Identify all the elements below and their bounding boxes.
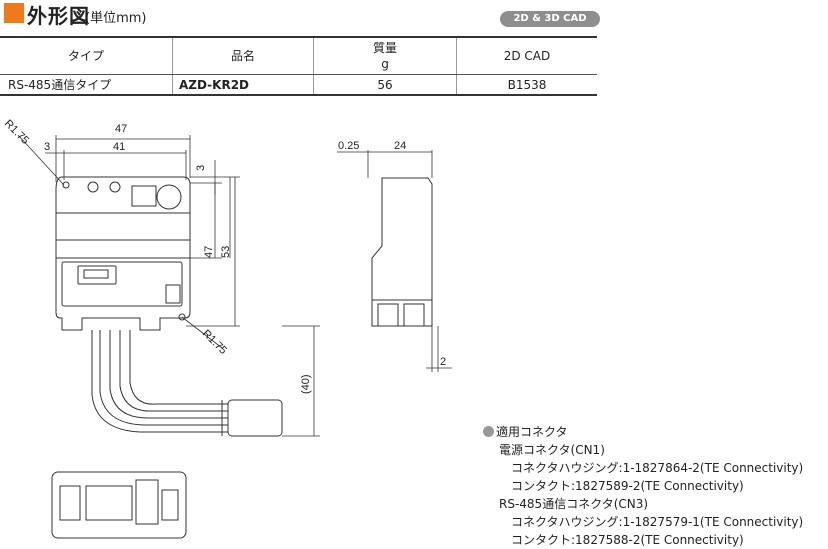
bottom-view — [51, 471, 187, 539]
cn3-contact: コンタクト:1827588-2(TE Connectivity) — [511, 533, 744, 547]
unit-note: (単位mm) — [85, 11, 147, 26]
cn3-housing: コネクタハウジング:1-1827579-1(TE Connectivity) — [511, 515, 804, 529]
notes-heading: 適用コネクタ — [483, 423, 803, 441]
cell-cad[interactable]: B1538 — [456, 74, 597, 96]
cell-type: RS-485通信タイプ — [0, 74, 173, 96]
dim-width-41: 41 — [113, 141, 125, 153]
dim-right-3: 3 — [195, 165, 207, 171]
cn3-title: RS-485通信コネクタ(CN3) — [499, 497, 649, 511]
header-mass: 質量 g — [313, 36, 457, 75]
dim-cable-40: (40) — [300, 374, 312, 394]
title-marker — [4, 3, 24, 23]
dim-side-24: 24 — [394, 140, 406, 152]
spec-table: タイプ 品名 質量 g 2D CAD RS-485通信タイプ AZD-KR2D 5… — [0, 36, 597, 96]
page-header: 外形図 (単位mm) 2D & 3D CAD — [0, 0, 828, 30]
header-type: タイプ — [0, 36, 173, 75]
dim-radius-top: R1.75 — [2, 118, 31, 147]
dim-offset-3: 3 — [44, 141, 50, 153]
cell-mass: 56 — [313, 74, 457, 96]
cn1-contact: コンタクト:1827589-2(TE Connectivity) — [511, 479, 744, 493]
dim-height-47: 47 — [203, 246, 215, 258]
notes-heading-text: 適用コネクタ — [496, 425, 568, 439]
header-mass-unit: g — [381, 57, 389, 71]
cell-model: AZD-KR2D — [172, 74, 314, 96]
header-model: 品名 — [172, 36, 314, 75]
header-cad: 2D CAD — [456, 36, 597, 75]
cn1-housing: コネクタハウジング:1-1827864-2(TE Connectivity) — [511, 461, 804, 475]
cad-badge[interactable]: 2D & 3D CAD — [500, 11, 600, 27]
table-header-row: タイプ 品名 質量 g 2D CAD — [0, 36, 597, 75]
dimension-lines — [17, 134, 452, 437]
table-row: RS-485通信タイプ AZD-KR2D 56 B1538 — [0, 74, 597, 96]
dim-side-2: 2 — [440, 356, 446, 368]
bullet-icon — [483, 426, 494, 437]
connector-notes: 適用コネクタ 電源コネクタ(CN1) コネクタハウジング:1-1827864-2… — [483, 423, 803, 549]
side-view — [371, 177, 433, 327]
page-title: 外形図 — [27, 4, 90, 28]
dim-radius-bottom: R1.75 — [200, 328, 229, 357]
dim-height-53: 53 — [220, 246, 232, 258]
dim-width-47: 47 — [115, 123, 127, 135]
header-mass-label: 質量 — [372, 41, 397, 55]
dim-side-025: 0.25 — [338, 140, 359, 152]
front-view — [55, 176, 283, 437]
cn1-title: 電源コネクタ(CN1) — [499, 443, 605, 457]
